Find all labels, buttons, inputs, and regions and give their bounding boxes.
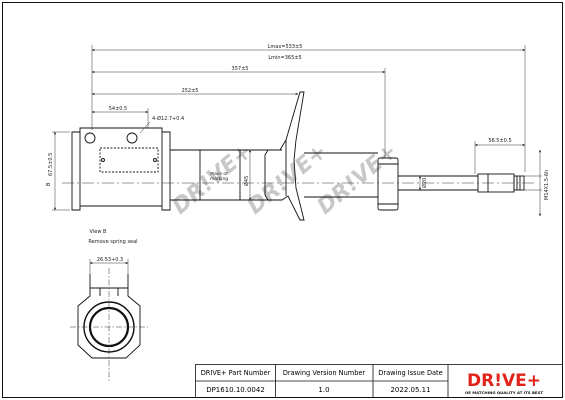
dim-252: 252±5 [182, 88, 199, 94]
dim-56-5: 56.5±0.5 [488, 138, 511, 144]
dim-view-b: 26.53+0.3 [97, 257, 123, 263]
dim-lmin: Lmin=365±5 [268, 55, 301, 61]
title-col3-value: 2022.05.11 [390, 386, 430, 394]
dim-54: 54±0.5 [109, 106, 128, 112]
title-col1-value: DP1610.10.0042 [206, 386, 265, 394]
remove-spring-seal-label: Remove spring seal [88, 239, 137, 245]
spring-seat [264, 91, 305, 221]
dim-left-v1: 67.5±0.5 [48, 153, 54, 176]
title-col1-header: DRIVE+ Part Number [201, 369, 271, 377]
view-b-dimensions [70, 259, 148, 382]
title-col3-header: Drawing Issue Date [378, 369, 442, 377]
title-col2-header: Drawing Version Number [283, 369, 366, 377]
title-col2-value: 1.0 [318, 386, 329, 394]
drive-logo: DR!VE+ [467, 371, 541, 391]
mount-hole-1 [84, 132, 96, 144]
dim-thread: M14X1.5-6h [544, 170, 550, 200]
view-b-label: View B [90, 229, 107, 235]
dim-rod: Ø20 [421, 178, 428, 188]
dust-boot [377, 157, 399, 211]
dim-tube: Ø45 [243, 176, 250, 186]
dimension-lines [52, 45, 542, 217]
knuckle-bracket [71, 127, 171, 211]
dim-lmax: Lmax=533±5 [268, 44, 303, 50]
drive-tagline: OE MATCHING QUALITY AT ITS BEST [465, 390, 543, 395]
title-block-grid [195, 364, 563, 398]
mount-hole-2 [126, 132, 138, 144]
dim-hole: 4-Ø12.7+0.4 [152, 115, 184, 122]
dim-left-v2: B [46, 182, 52, 186]
strut-body [71, 91, 525, 221]
dim-357: 357±5 [232, 66, 249, 72]
watermark-group: DR!VE+ DR!VE+ DR!VE+ [168, 139, 402, 220]
place-of-marking-label: Place of marking [209, 172, 229, 182]
place-of-marking-box: Place of marking [209, 172, 229, 182]
